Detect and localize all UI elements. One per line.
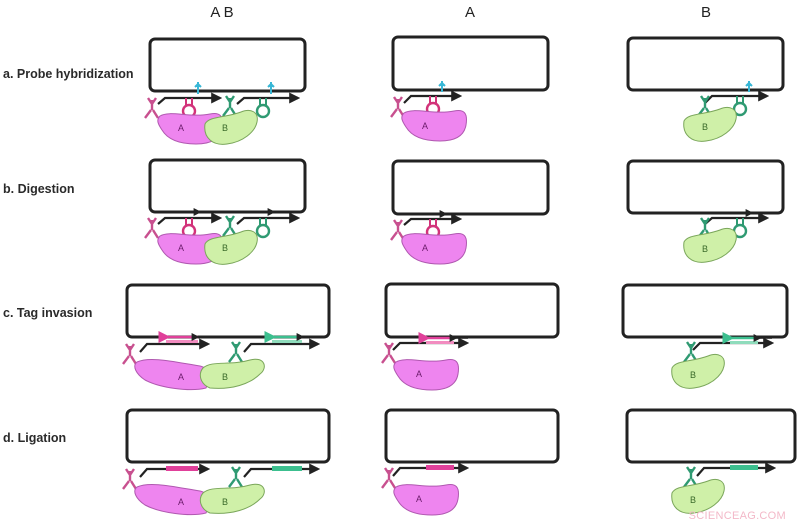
- cell-label-a: A: [178, 372, 184, 382]
- row-label-probe-hybridization: a. Probe hybridization: [3, 67, 134, 81]
- cell-label-a: A: [422, 243, 428, 253]
- row-label-digestion: b. Digestion: [3, 182, 75, 196]
- cell-label-a: A: [178, 497, 184, 507]
- cell-label-a: A: [416, 369, 422, 379]
- cell-label-b: B: [690, 495, 696, 505]
- column-header-ab: A B: [210, 4, 234, 21]
- row-c-col-b: B: [621, 283, 789, 389]
- cell-label-b: B: [222, 243, 228, 253]
- cell-label-a: A: [178, 243, 184, 253]
- row-b-col-b: B: [626, 159, 785, 263]
- row-b-col-ab: A B: [143, 158, 307, 265]
- row-a-col-a: A: [389, 35, 550, 142]
- row-c-col-a: A: [380, 282, 560, 391]
- row-b-col-a: A: [389, 159, 550, 265]
- row-d-col-b: B: [625, 408, 797, 514]
- cell-label-b: B: [222, 372, 228, 382]
- enzyme-site-icon: [438, 81, 446, 92]
- enzyme-site-icon: [267, 82, 275, 94]
- row-label-ligation: d. Ligation: [3, 431, 67, 445]
- cell-label-b: B: [702, 244, 708, 254]
- cell-label-b: B: [690, 370, 696, 380]
- row-a-col-b: B: [626, 36, 785, 142]
- dna-circle: [148, 37, 307, 93]
- hairpin-probe-b: [255, 98, 271, 119]
- row-c-col-ab: A B: [121, 283, 331, 391]
- watermark: SCIENCEAG.COM: [688, 510, 786, 522]
- cell-label-b: B: [702, 122, 708, 132]
- row-label-tag-invasion: c. Tag invasion: [3, 306, 93, 320]
- row-d-col-a: A: [380, 408, 560, 516]
- cell-label-a: A: [422, 121, 428, 131]
- cell-label-b: B: [222, 497, 228, 507]
- enzyme-site-icon: [194, 82, 202, 94]
- cell-label-b: B: [222, 123, 228, 133]
- column-header-b: B: [700, 4, 712, 21]
- cell-label-a: A: [416, 494, 422, 504]
- row-d-col-ab: A B: [121, 408, 331, 516]
- cell-label-a: A: [178, 123, 184, 133]
- column-header-a: A: [464, 4, 476, 21]
- row-a-col-ab: A B: [143, 37, 307, 145]
- enzyme-site-icon: [745, 81, 753, 92]
